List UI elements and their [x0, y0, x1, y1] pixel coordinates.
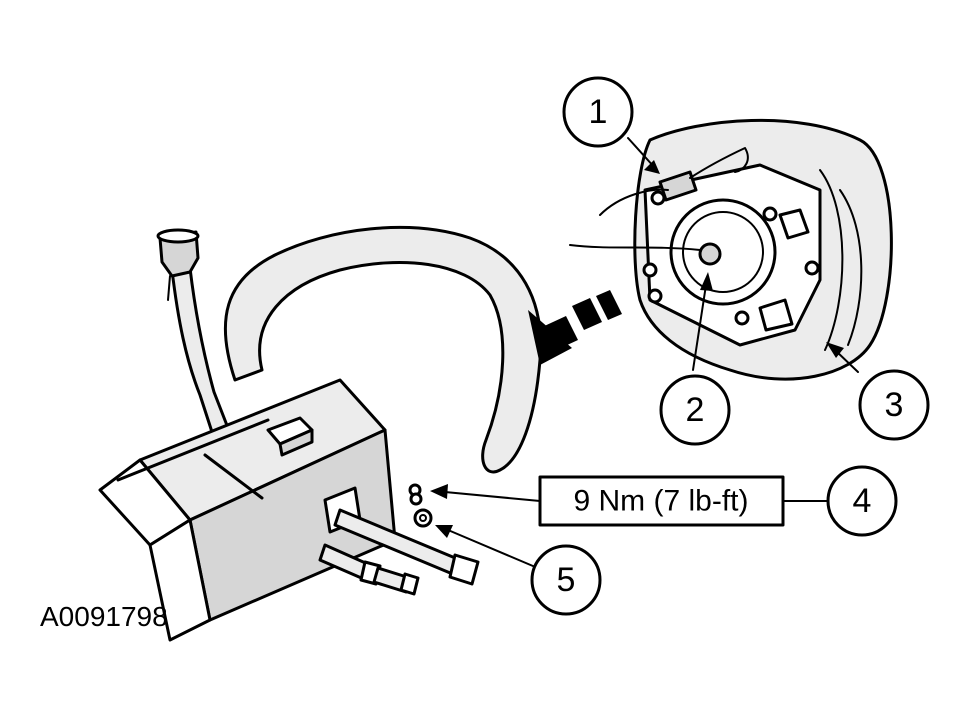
callout-5-label: 5: [557, 561, 576, 599]
callout-2-label: 2: [686, 391, 705, 429]
callout-3-label: 3: [885, 386, 904, 424]
callout-2: 2: [659, 374, 731, 446]
callout-3-circle: [858, 369, 930, 441]
column-stalks: [318, 508, 480, 596]
direction-arrow: [528, 290, 622, 365]
airbag-module: [569, 118, 893, 381]
callout-3: 3: [858, 369, 930, 441]
callout-5: 5: [530, 544, 602, 616]
callout-2-circle: [659, 374, 731, 446]
callout-4-circle: [826, 465, 898, 537]
torque-spec-label: 9 Nm (7 lb-ft): [573, 485, 748, 518]
callout-4: 4: [826, 465, 898, 537]
leader-lines: [430, 137, 859, 570]
shift-lever: [156, 228, 230, 434]
steering-column: [98, 378, 397, 642]
bolt-and-washer: [408, 483, 433, 528]
callout-1-circle: [562, 76, 634, 148]
figure-id: A0091798: [40, 601, 168, 632]
torque-spec-box: [538, 475, 785, 527]
callout-1: 1: [562, 76, 634, 148]
callout-1-label: 1: [589, 93, 608, 131]
callout-4-label: 4: [853, 482, 872, 520]
steering-wheel: [223, 226, 543, 474]
torque-spec: 9 Nm (7 lb-ft): [538, 475, 785, 527]
callout-5-circle: [530, 544, 602, 616]
